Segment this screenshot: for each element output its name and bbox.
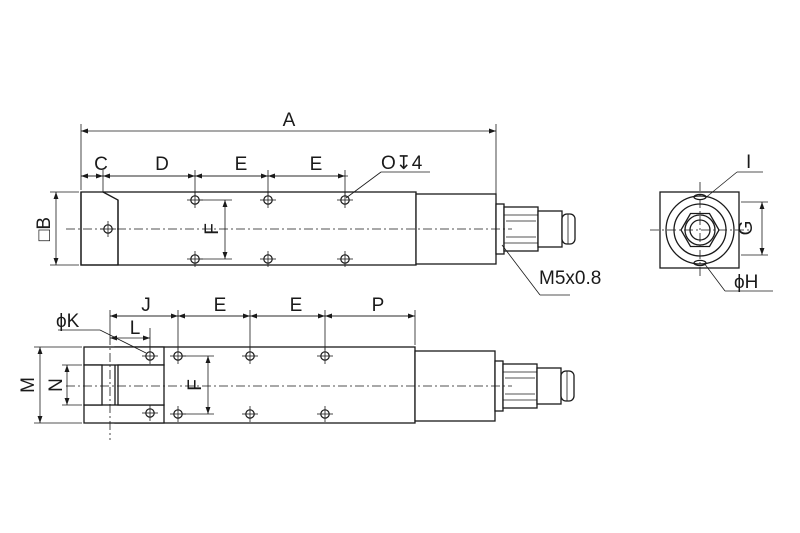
label-P: P [372,295,385,316]
label-E: E [214,295,227,316]
label-O: O↧4 [381,153,423,174]
label-B: □B [34,217,55,241]
label-C: C [94,154,108,175]
fork-gap [83,364,103,406]
label-E: E [235,154,248,175]
end-view: I G ϕH [650,152,773,293]
label-I: I [746,152,751,173]
side-fitting [494,360,575,412]
label-thread: M5x0.8 [539,268,601,289]
top-fitting [495,203,576,255]
label-J: J [141,295,151,316]
label-D: D [155,154,169,175]
side-body [114,346,416,424]
label-A: A [283,110,296,131]
label-F: F [185,379,206,391]
label-M: M [18,377,39,393]
label-E: E [310,154,323,175]
label-E: E [290,295,303,316]
label-N: N [46,378,67,392]
label-H: ϕH [734,272,758,293]
label-L: L [130,318,141,339]
top-body [80,191,417,266]
side-view: J E E P L ϕK M N F [18,295,575,440]
top-view: A C D E E O↧4 □B F M5x0.8 [34,110,601,296]
label-G: G [736,221,757,236]
label-F: F [202,223,223,235]
label-K: ϕK [56,311,80,332]
